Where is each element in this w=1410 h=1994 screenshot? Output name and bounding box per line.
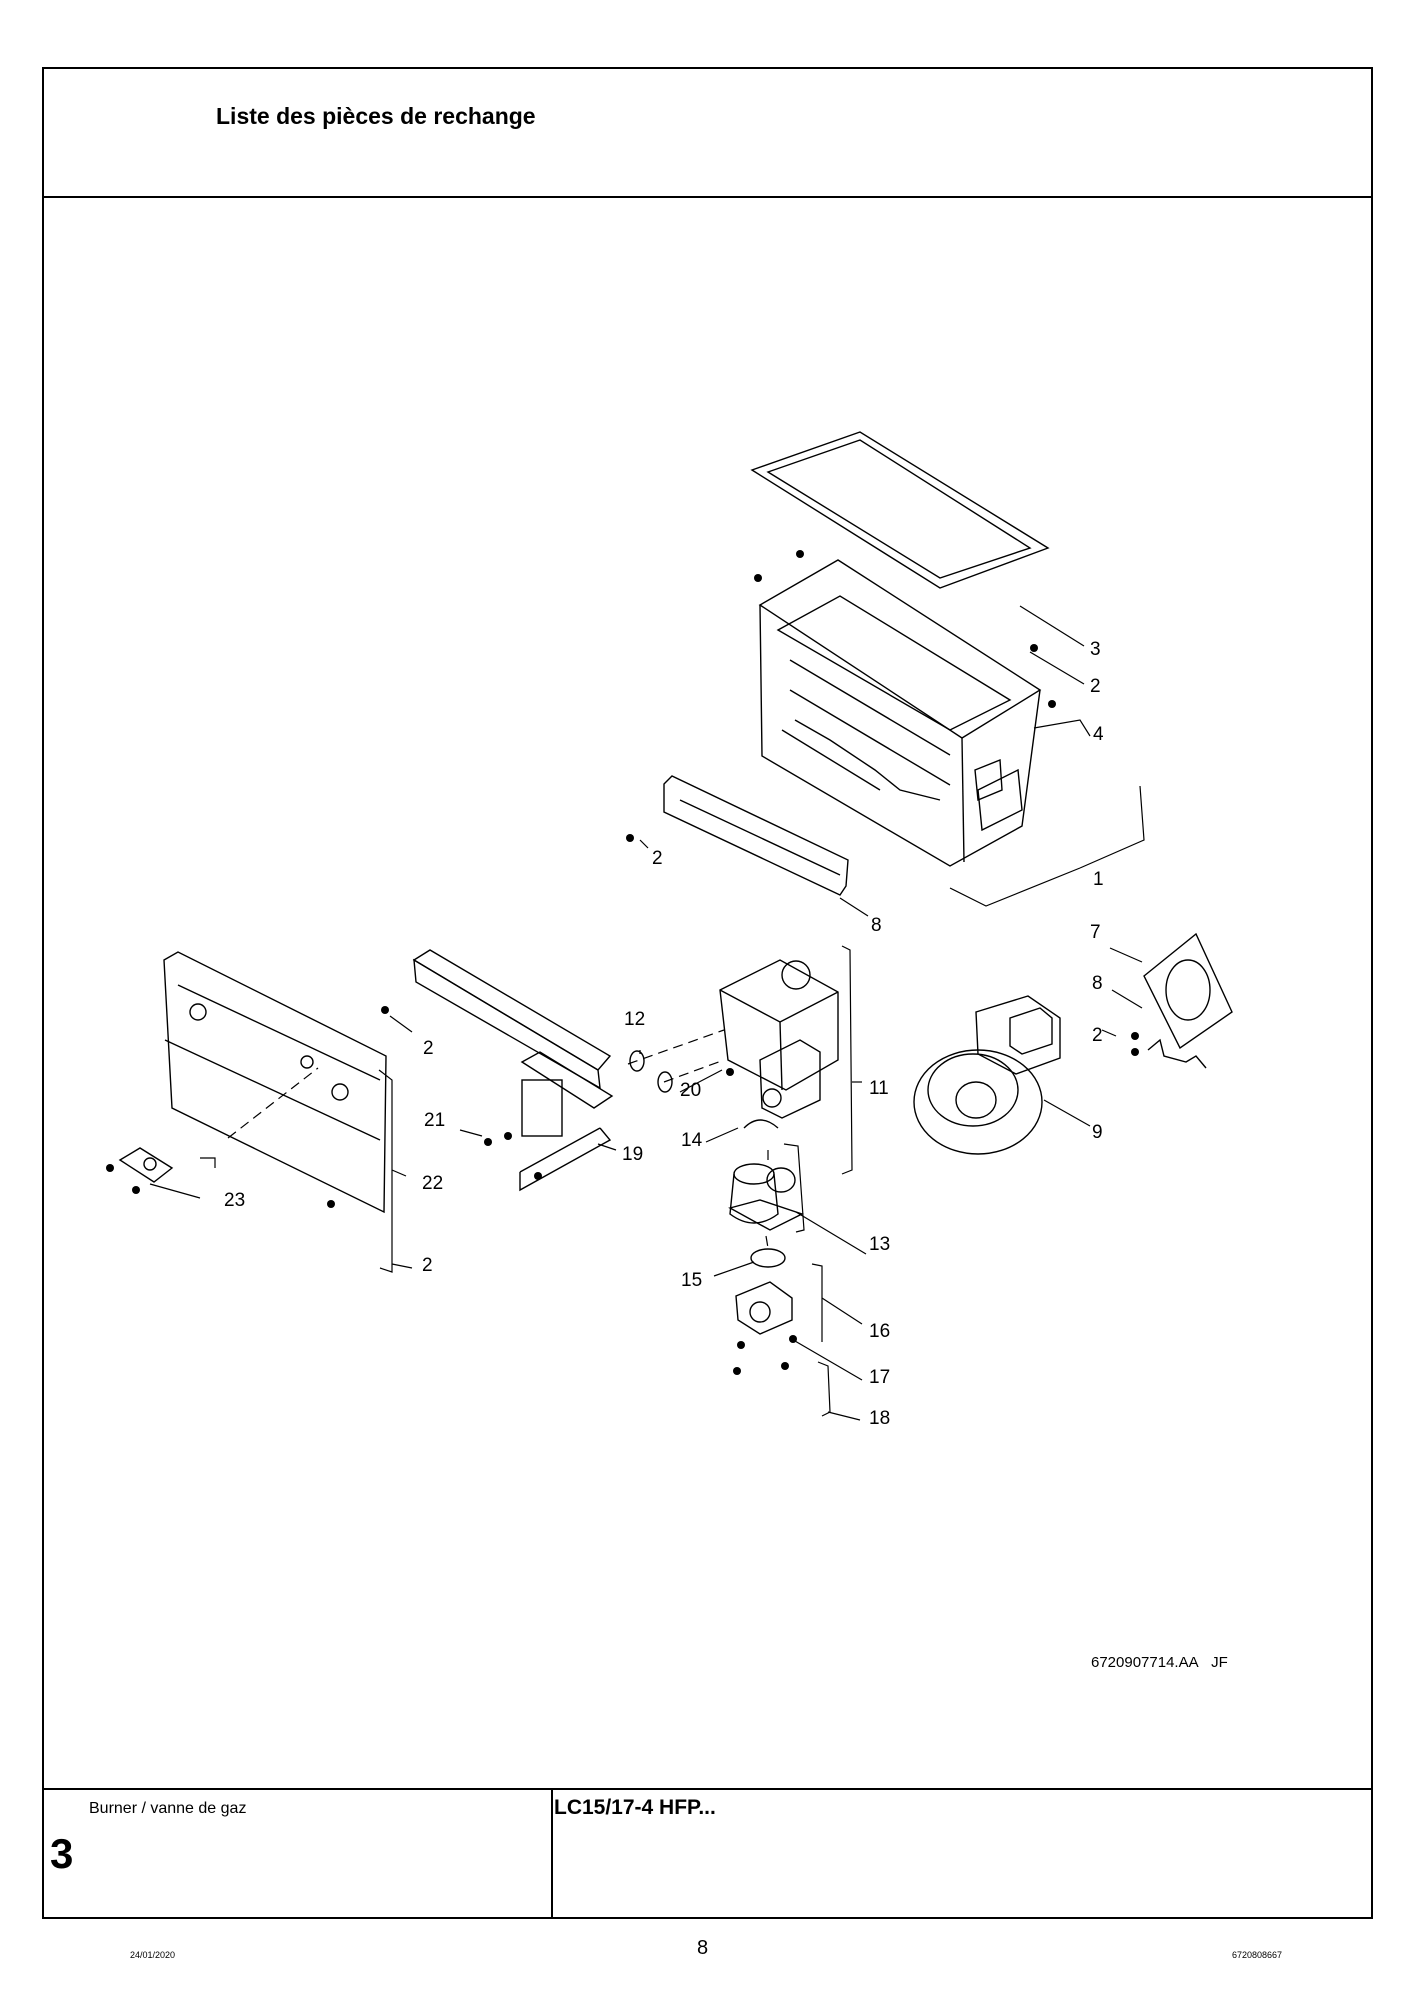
callout-label: 17 — [869, 1367, 890, 1388]
burner-bar-part — [412, 949, 614, 1192]
callout-label: 2 — [1092, 1025, 1103, 1046]
callout-label: 2 — [1090, 676, 1101, 697]
callout-label: 19 — [622, 1144, 643, 1165]
leader-lines — [149, 605, 1145, 1421]
callout-label: 9 — [1092, 1122, 1103, 1143]
callout-label: 12 — [624, 1009, 645, 1030]
callout-label: 2 — [652, 848, 663, 869]
callout-label: 21 — [424, 1110, 445, 1131]
callout-label: 22 — [422, 1173, 443, 1194]
gas-valve-part — [719, 959, 839, 1119]
callout-label: 3 — [1090, 639, 1101, 660]
footer-section-cell: Burner / vanne de gaz 3 — [44, 1790, 553, 1917]
model-name: LC15/17-4 HFP... — [554, 1796, 716, 1819]
gasket-part — [750, 431, 1050, 589]
bracket-part — [1147, 1038, 1207, 1069]
seal-ring-part — [1143, 932, 1233, 1050]
callout-label: 1 — [1093, 869, 1104, 890]
callout-label: 8 — [1092, 973, 1103, 994]
callout-label: 2 — [423, 1038, 434, 1059]
page-frame: Liste des pièces de rechange Burner / va… — [42, 67, 1373, 1919]
clip-part — [743, 1119, 779, 1129]
fan-part — [913, 995, 1061, 1155]
callout-label: 18 — [869, 1408, 890, 1429]
drawing-author: JF — [1211, 1654, 1228, 1671]
callout-label: 2 — [422, 1255, 433, 1276]
electrode-part — [118, 1147, 174, 1183]
footer-box: Burner / vanne de gaz 3 LC15/17-4 HFP... — [44, 1788, 1371, 1917]
callout-label: 13 — [869, 1234, 890, 1255]
drawing-number: 6720907714.AA — [1091, 1654, 1199, 1671]
diagram-parts — [118, 431, 1233, 1335]
print-date: 24/01/2020 — [130, 1950, 176, 1960]
ring-12-part — [629, 1050, 645, 1072]
section-number: 3 — [50, 1830, 74, 1877]
valve-body-part — [735, 1281, 793, 1335]
page-title: Liste des pièces de rechange — [216, 103, 536, 129]
front-panel-part — [163, 951, 387, 1214]
ring-20-part — [657, 1071, 673, 1093]
callout-label: 16 — [869, 1321, 890, 1342]
o-ring-part — [750, 1248, 786, 1268]
callout-label: 11 — [869, 1078, 889, 1099]
screws — [106, 550, 1139, 1375]
header-box: Liste des pièces de rechange — [44, 69, 1371, 198]
callout-label: 23 — [224, 1190, 245, 1211]
document-number: 6720808667 — [1232, 1950, 1283, 1960]
section-label: Burner / vanne de gaz — [89, 1800, 247, 1817]
callout-label: 4 — [1093, 724, 1104, 745]
assembly-axes — [227, 1029, 769, 1249]
drawing-reference: 6720907714.AA JF — [1091, 1654, 1228, 1671]
callout-label: 7 — [1090, 922, 1101, 943]
page-number: 8 — [697, 1937, 709, 1959]
callout-label: 20 — [680, 1080, 701, 1101]
connector-part — [728, 1163, 804, 1231]
callout-labels: 3 2 4 1 2 8 7 8 2 9 2 12 20 11 21 14 19 … — [224, 639, 1104, 1429]
callout-label: 14 — [681, 1130, 703, 1151]
callout-label: 15 — [681, 1270, 702, 1291]
burner-plate-part — [663, 775, 849, 896]
heat-exchanger-part — [758, 559, 1042, 867]
callout-label: 8 — [871, 915, 882, 936]
